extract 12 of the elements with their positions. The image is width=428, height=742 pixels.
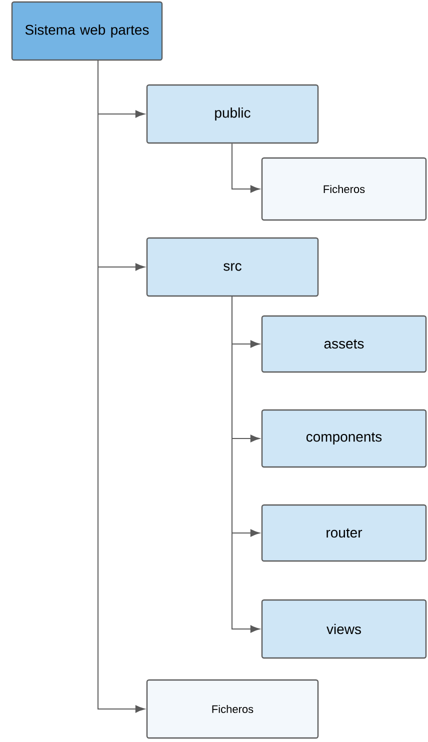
folder-box: router bbox=[261, 504, 427, 562]
folder-box: assets bbox=[261, 315, 427, 373]
folder-box: Ficheros bbox=[261, 157, 427, 221]
arrow bbox=[232, 143, 260, 193]
folder-box: views bbox=[261, 599, 427, 659]
folder-box: public bbox=[146, 84, 319, 144]
arrow bbox=[232, 296, 260, 633]
folder-box: Sistema web partes bbox=[11, 1, 163, 61]
arrow bbox=[98, 60, 145, 713]
folder-box: components bbox=[261, 409, 427, 468]
folder-box: Ficheros bbox=[146, 679, 319, 739]
folder-box: src bbox=[146, 237, 319, 297]
